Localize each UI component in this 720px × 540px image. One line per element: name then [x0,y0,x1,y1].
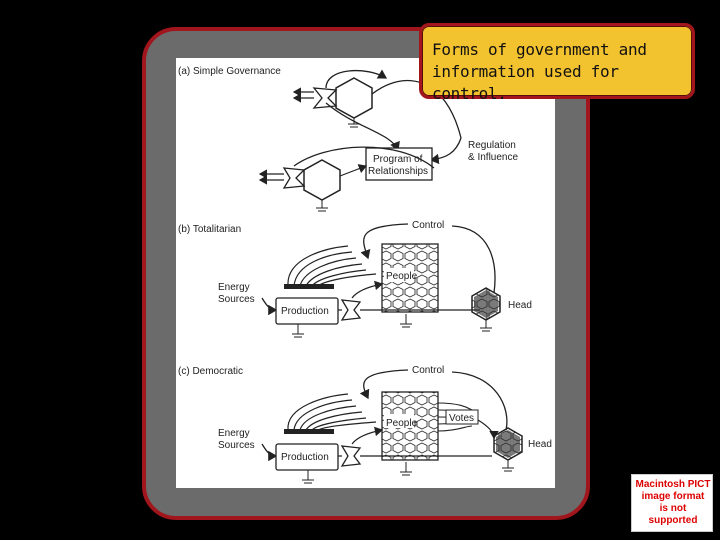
hexagon-upper [335,77,373,119]
production-box-c [275,443,339,471]
production-label-b: Production [281,306,329,317]
placeholder-line-1: Macintosh PICT [635,479,711,490]
hexagon-lower [303,159,341,201]
votes-label: Votes [449,413,474,424]
energy-label-c2: Sources [218,440,255,451]
panel-c-title: (c) Democratic [178,366,243,377]
production-box-b [275,297,339,325]
caption-line-2: information used for control. [432,62,619,103]
energy-label-b2: Sources [218,294,255,305]
control-label-b: Control [412,220,444,231]
control-label-c: Control [412,365,444,376]
placeholder-line-2: image format [641,491,705,502]
votes-box [445,409,479,425]
program-label-1: Program of [373,154,423,165]
placeholder-line-3: is not supported [648,503,698,526]
head-label-b: Head [508,300,532,311]
interaction-b [340,299,362,321]
interaction-c [340,445,362,467]
program-label-2: Relationships [368,166,428,177]
unsupported-image-placeholder: Macintosh PICT image format is not suppo… [631,474,713,532]
panel-b-title: (b) Totalitarian [178,224,241,235]
program-box [365,147,433,181]
energy-label-c1: Energy [218,428,250,439]
connector-bar-b [284,284,334,289]
caption-line-1: Forms of government and [432,40,647,59]
diagram-svg: (a) Simple Governance Regulation & Influ… [178,66,552,484]
interaction-lower [282,167,306,189]
regulation-label-2: & Influence [468,152,518,163]
panel-a-title: (a) Simple Governance [178,66,281,77]
placeholder-text: Macintosh PICT image format is not suppo… [634,479,712,527]
connector-bar-c [284,429,334,434]
energy-label-b1: Energy [218,282,250,293]
people-label-c: People [386,418,418,429]
people-label-b: People [386,271,418,282]
regulation-label-1: Regulation [468,140,516,151]
caption-text: Forms of government and information used… [432,39,694,105]
head-label-c: Head [528,439,552,450]
interaction-upper [312,87,338,109]
production-label-c: Production [281,452,329,463]
caption-callout: Forms of government and information used… [419,23,695,103]
government-diagram: (a) Simple Governance Regulation & Influ… [176,58,555,488]
